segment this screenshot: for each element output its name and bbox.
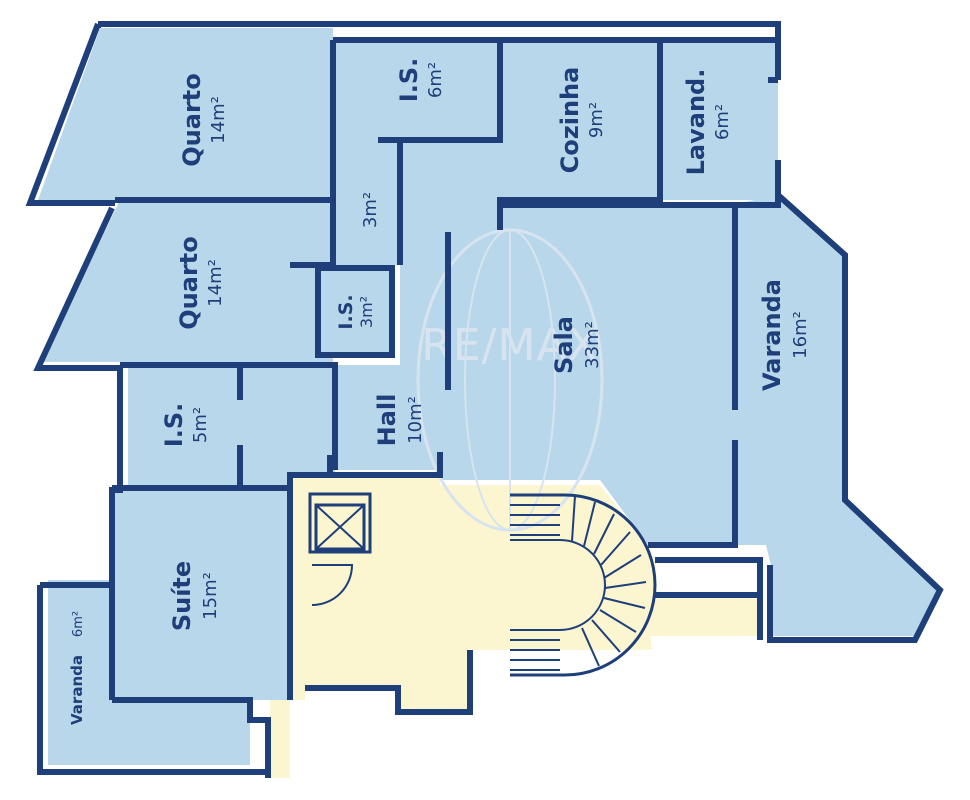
is-small-name: I.S. xyxy=(335,294,357,329)
stair-steps xyxy=(510,495,647,671)
label-varanda-left: Varanda 6m² xyxy=(68,611,86,725)
walls xyxy=(25,21,944,778)
cozinha-area-value: 9m² xyxy=(586,102,607,138)
elevator xyxy=(308,492,372,606)
label-is-small: I.S. 3m² xyxy=(335,294,376,329)
quarto-top-area-value: 14m² xyxy=(208,96,229,144)
varanda-left-area xyxy=(48,580,250,765)
hall-name: Hall xyxy=(373,394,401,447)
corridor-area-value: 3m² xyxy=(360,192,381,228)
is-top-area-value: 6m² xyxy=(425,62,446,98)
suite-area-value: 15m² xyxy=(200,572,221,620)
label-hall: Hall 10m² xyxy=(373,394,426,447)
is-top-area xyxy=(333,40,500,140)
label-quarto-top: Quarto 14m² xyxy=(178,73,229,166)
sala-area-value: 33m² xyxy=(582,321,603,369)
is-small-area xyxy=(318,268,392,355)
suite-name: Suíte xyxy=(168,561,196,631)
lavand-area xyxy=(660,40,778,200)
room-labels: Quarto 14m² Quarto 14m² I.S. 6m² 3m² I.S… xyxy=(68,58,811,725)
label-is-top: I.S. 6m² xyxy=(395,58,446,102)
label-is-suite: I.S. 5m² xyxy=(160,403,211,447)
label-cozinha: Cozinha 9m² xyxy=(556,67,607,174)
suite-area xyxy=(115,488,290,700)
is-suite-area xyxy=(128,365,335,488)
is-small-area-value: 3m² xyxy=(357,296,376,328)
quarto-top-name: Quarto xyxy=(178,73,206,166)
common-area xyxy=(270,475,760,778)
label-varanda-right: Varanda 16m² xyxy=(758,279,811,391)
label-lavand: Lavand. 6m² xyxy=(682,69,733,176)
cozinha-name: Cozinha xyxy=(556,67,584,174)
lavand-name: Lavand. xyxy=(682,69,710,176)
varanda-right-area xyxy=(730,195,940,636)
varanda-right-area-value: 16m² xyxy=(790,311,811,359)
lavand-area-value: 6m² xyxy=(712,104,733,140)
sala-name: Sala xyxy=(550,316,578,374)
is-suite-name: I.S. xyxy=(160,403,188,447)
label-suite: Suíte 15m² xyxy=(168,561,221,631)
sala-hall-area xyxy=(335,140,730,545)
label-corridor: 3m² xyxy=(360,192,381,228)
quarto-mid-area xyxy=(42,200,333,362)
quarto-mid-area-value: 14m² xyxy=(205,259,226,307)
varanda-right-name: Varanda xyxy=(758,279,786,391)
hall-area-value: 10m² xyxy=(405,396,426,444)
corridor-area xyxy=(333,140,400,265)
varanda-left-name: Varanda xyxy=(68,655,86,725)
quarto-mid-name: Quarto xyxy=(175,236,203,329)
label-sala: Sala 33m² xyxy=(550,316,603,374)
room-fills xyxy=(38,28,940,778)
quarto-top-area xyxy=(38,28,333,200)
label-quarto-mid: Quarto 14m² xyxy=(175,236,226,329)
cozinha-area xyxy=(500,40,660,200)
is-suite-area-value: 5m² xyxy=(190,407,211,443)
spiral-staircase xyxy=(510,493,657,677)
varanda-left-area-value: 6m² xyxy=(71,611,86,637)
is-top-name: I.S. xyxy=(395,58,423,102)
